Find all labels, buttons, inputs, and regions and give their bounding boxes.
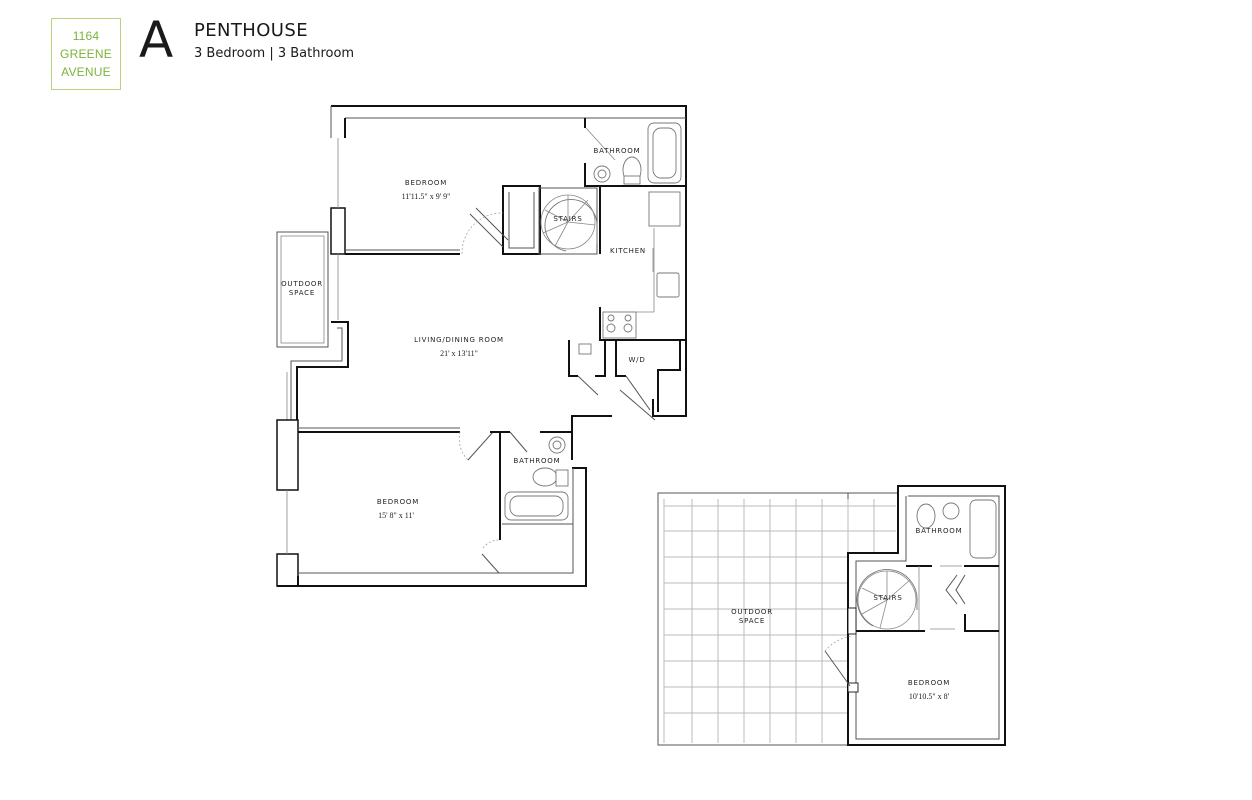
logo-line-street: GREENE: [60, 47, 112, 61]
room-dim-bedroom-1: 11'11.5" x 9' 9": [402, 192, 451, 201]
logo-line-number: 1164: [72, 29, 100, 43]
room-label-bathroom-1: BATHROOM: [594, 147, 641, 155]
room-label-bedroom-3: BEDROOM: [908, 679, 950, 687]
room-label-outdoor-lower-2: SPACE: [289, 289, 315, 297]
upper-level-plan: BATHROOM STAIRS OUTDOOR SPACE BEDROOM 10…: [657, 485, 1006, 746]
lower-level-plan: BEDROOM 11'11.5" x 9' 9" BATHROOM STAIRS…: [276, 105, 687, 587]
room-label-stairs-lower: STAIRS: [553, 215, 582, 223]
room-label-living: LIVING/DINING ROOM: [414, 336, 504, 344]
unit-letter: A: [139, 11, 174, 69]
room-label-bedroom-1: BEDROOM: [405, 179, 447, 187]
room-dim-bedroom-2: 15' 8" x 11': [378, 511, 414, 520]
room-label-outdoor-upper: OUTDOOR: [731, 608, 773, 616]
building-logo: 1164 GREENE AVENUE: [51, 18, 121, 90]
unit-title: PENTHOUSE: [194, 20, 308, 41]
room-label-kitchen: KITCHEN: [610, 247, 646, 255]
room-label-stairs-upper: STAIRS: [873, 594, 902, 602]
room-label-outdoor-lower: OUTDOOR: [281, 280, 323, 288]
room-label-bathroom-2: BATHROOM: [514, 457, 561, 465]
room-dim-living: 21' x 13'11": [440, 349, 478, 358]
room-label-bedroom-2: BEDROOM: [377, 498, 419, 506]
room-dim-bedroom-3: 10'10.5" x 8': [909, 692, 950, 701]
unit-subtitle: 3 Bedroom | 3 Bathroom: [194, 46, 355, 61]
room-label-outdoor-upper-2: SPACE: [739, 617, 765, 625]
room-label-wd: W/D: [628, 356, 645, 364]
logo-line-suffix: AVENUE: [61, 65, 111, 79]
room-label-bathroom-3: BATHROOM: [916, 527, 963, 535]
